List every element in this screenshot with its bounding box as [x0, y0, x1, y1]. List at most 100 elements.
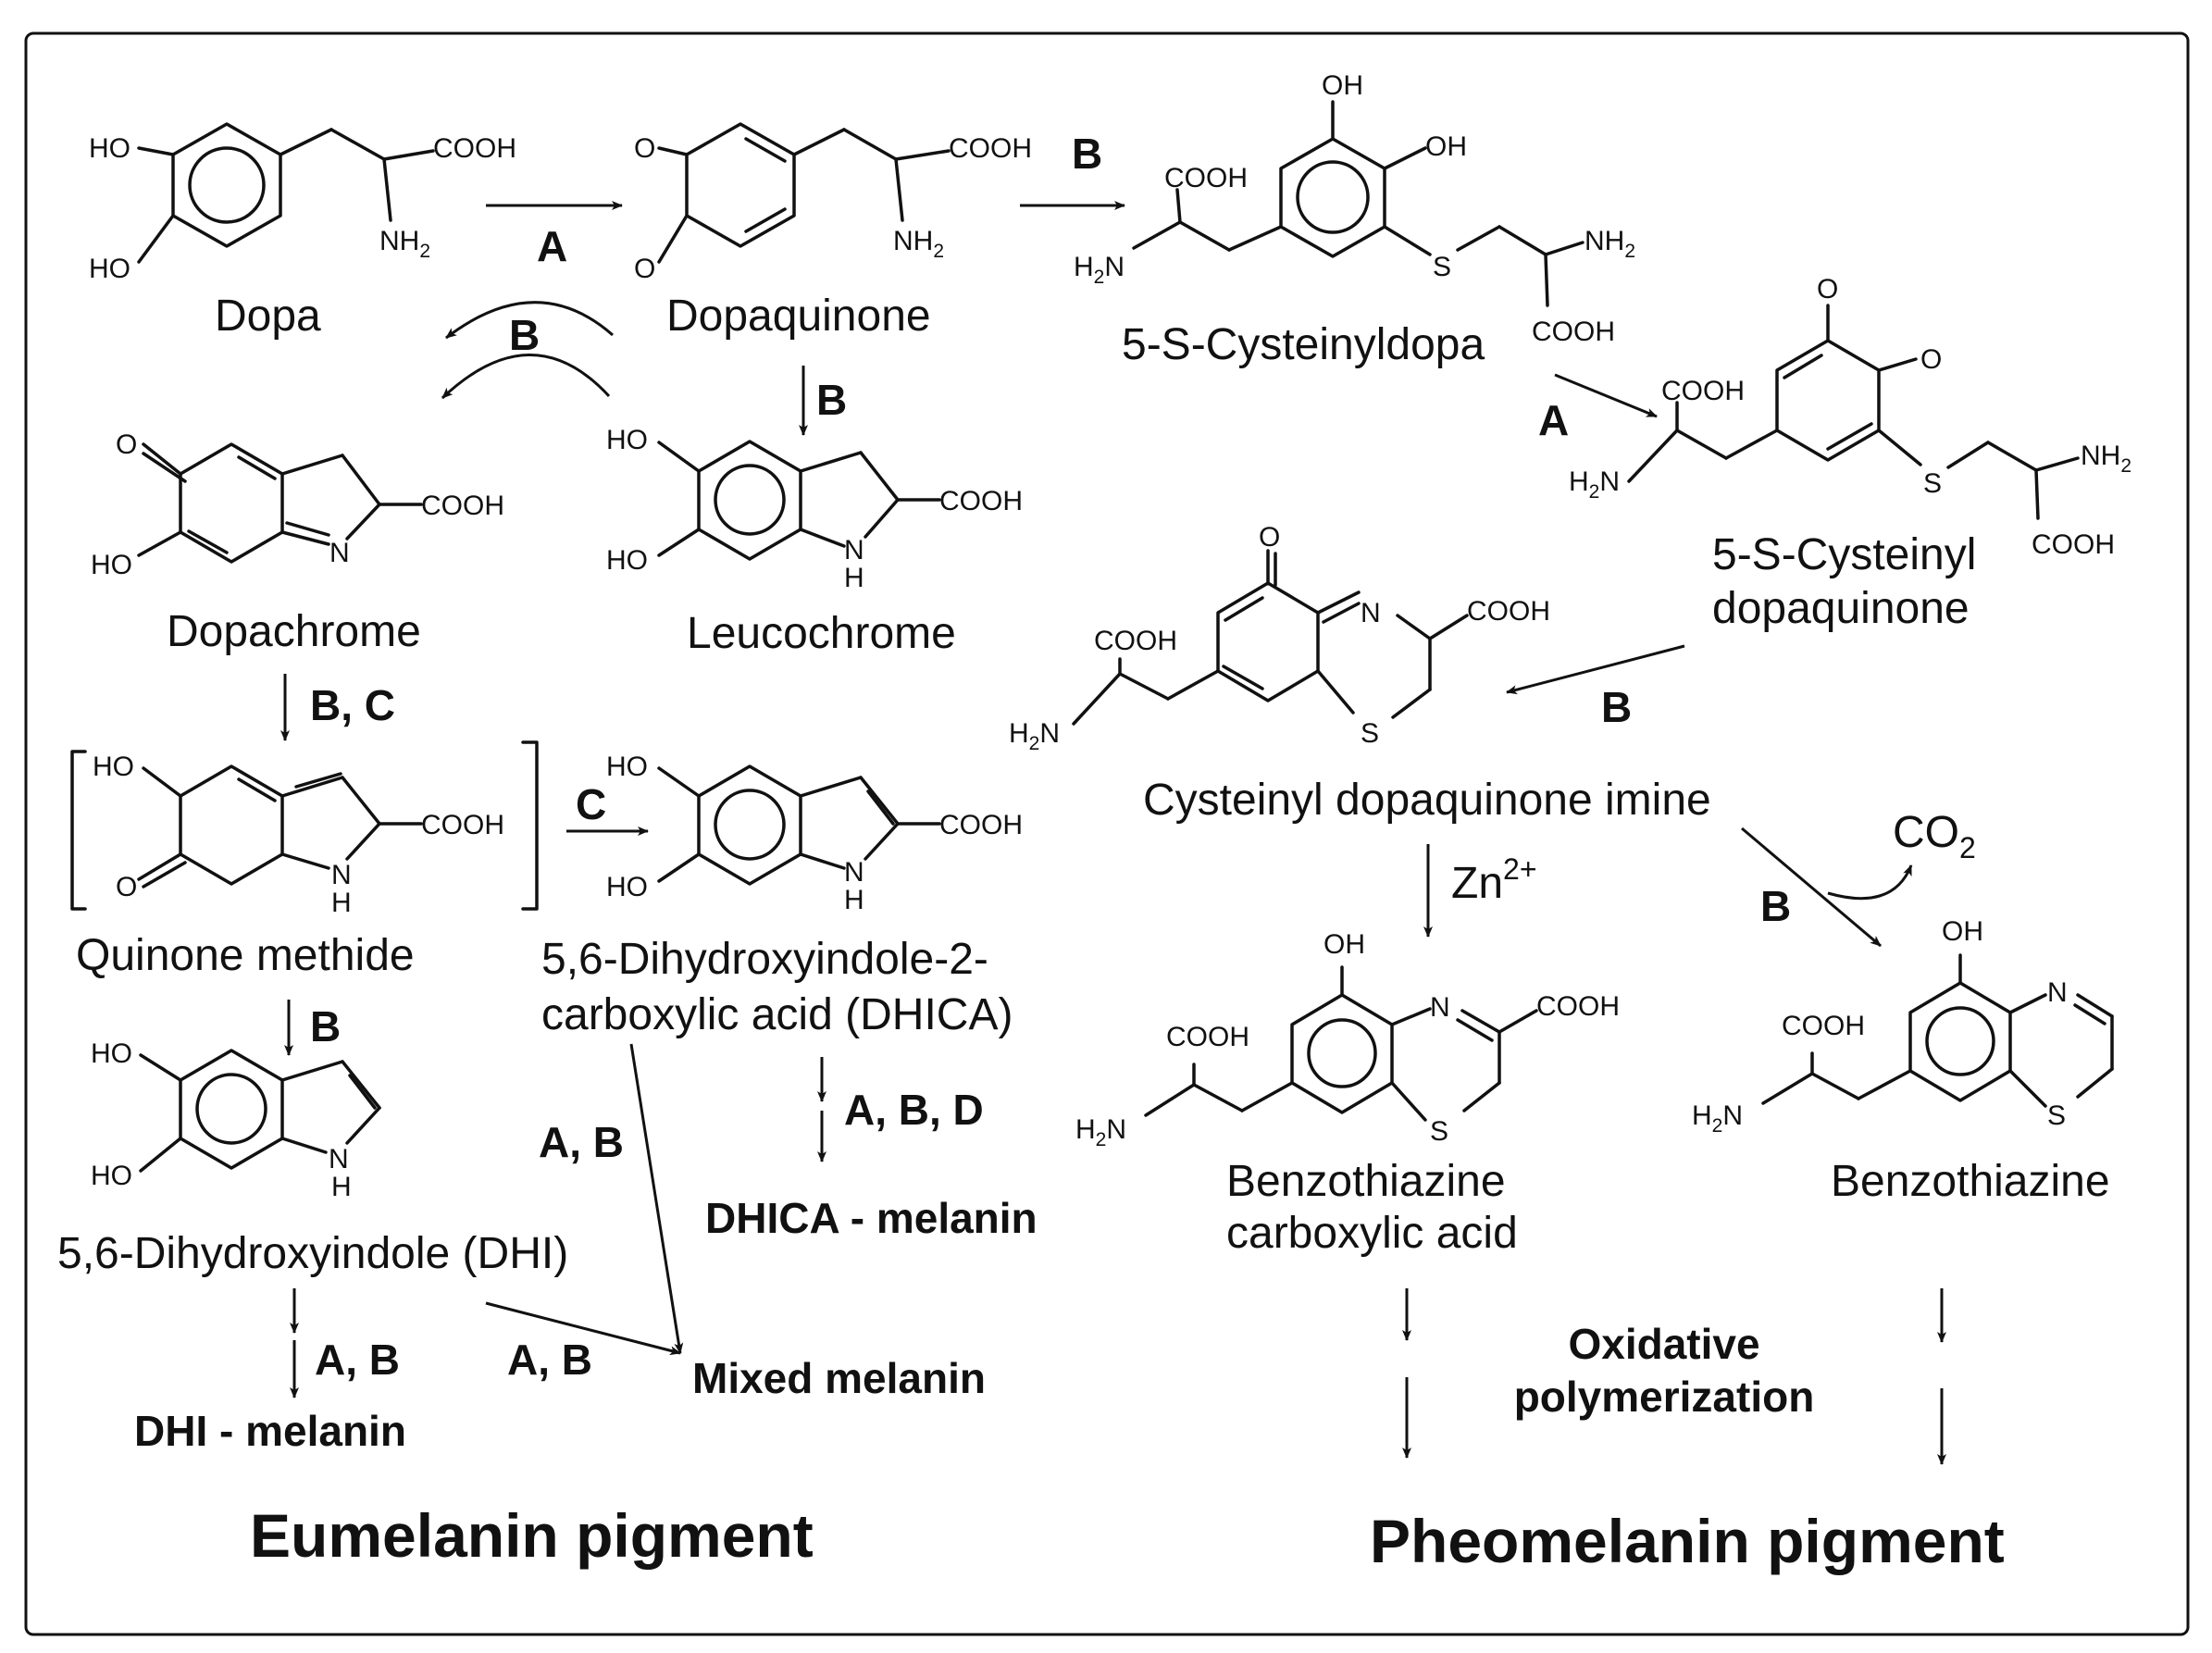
outer-frame — [24, 31, 2190, 1636]
zinc-label: Zn2+ — [1451, 852, 1537, 908]
svg-text:HO: HO — [89, 133, 130, 164]
svg-text:HO: HO — [606, 872, 648, 902]
svg-text:HO: HO — [91, 1161, 132, 1191]
svg-text:NH2: NH2 — [379, 226, 430, 262]
compound-name-dopa: Dopa — [215, 292, 321, 341]
svg-text:COOH: COOH — [421, 491, 504, 521]
svg-text:COOH: COOH — [1661, 376, 1745, 406]
svg-text:S: S — [1361, 718, 1379, 749]
svg-text:S: S — [1923, 468, 1942, 499]
reaction-arrows — [280, 201, 1946, 1465]
product-mixed-melanin: Mixed melanin — [692, 1354, 986, 1402]
svg-text:H2N: H2N — [1692, 1100, 1743, 1137]
arrow-dopaquinone-to-dopa-lower — [441, 354, 611, 400]
svg-text:OH: OH — [1425, 131, 1467, 162]
svg-text:HO: HO — [89, 254, 130, 284]
svg-text:S: S — [2047, 1100, 2066, 1131]
svg-text:O: O — [116, 872, 137, 902]
svg-text:O: O — [634, 254, 655, 284]
svg-text:COOH: COOH — [433, 133, 516, 164]
compound-name-benzothiazine-acid: Benzothiazine — [1226, 1157, 1506, 1206]
svg-text:COOH: COOH — [421, 810, 504, 840]
svg-text:COOH: COOH — [1782, 1011, 1865, 1041]
svg-text:COOH: COOH — [1532, 317, 1615, 347]
compound-name-quinone-methide: Quinone methide — [76, 931, 415, 980]
cysteinyl-dopaquinone-structure: O O S NH2 COOH COOH H2N — [1569, 274, 2131, 560]
svg-text:N: N — [2047, 977, 2068, 1008]
step-label: B — [509, 311, 540, 359]
compound-name-imine: Cysteinyl dopaquinone imine — [1143, 776, 1711, 825]
svg-text:O: O — [1817, 274, 1838, 304]
svg-text:OH: OH — [1323, 929, 1365, 960]
svg-text:COOH: COOH — [1536, 991, 1620, 1022]
svg-text:COOH: COOH — [1467, 596, 1550, 627]
benzothiazine-carboxylic-acid-structure: OH N S COOH COOH H2N — [1075, 929, 1620, 1150]
svg-text:NH2: NH2 — [893, 226, 944, 262]
arrow-dhi-to-mixed — [485, 1301, 681, 1356]
svg-text:COOH: COOH — [939, 810, 1023, 840]
svg-text:H: H — [844, 563, 864, 593]
svg-text:N: N — [1430, 992, 1450, 1023]
arrow-dhica-to-mixed — [629, 1043, 684, 1354]
svg-text:N: N — [1361, 598, 1381, 628]
dopaquinone-structure: O O COOH NH2 — [634, 122, 1032, 284]
svg-text:N: N — [844, 857, 864, 888]
leucochrome-structure: HO HO N H COOH — [606, 425, 1023, 593]
svg-text:HO: HO — [91, 1038, 132, 1069]
arrow-imine-decarboxylation — [1741, 826, 1882, 948]
compound-name-dopachrome: Dopachrome — [167, 607, 421, 656]
svg-text:N: N — [329, 1144, 349, 1174]
svg-text:COOH: COOH — [1166, 1022, 1249, 1052]
svg-text:NH2: NH2 — [1584, 226, 1635, 262]
compound-name-leucochrome: Leucochrome — [687, 609, 956, 658]
arrow-dopaquinone-to-dopa — [445, 301, 614, 340]
eumelanin-title: Eumelanin pigment — [250, 1501, 814, 1570]
svg-text:COOH: COOH — [939, 486, 1023, 516]
compound-name-dhica: carboxylic acid (DHICA) — [541, 990, 1013, 1039]
compound-name-benzothiazine: Benzothiazine — [1831, 1157, 2110, 1206]
step-label: A, B — [315, 1336, 400, 1384]
step-label: A, B — [507, 1336, 592, 1384]
svg-text:O: O — [1920, 344, 1942, 375]
svg-text:N: N — [331, 860, 352, 890]
compound-name-cysteinyl-dopaquinone: dopaquinone — [1712, 584, 1970, 633]
svg-text:COOH: COOH — [2032, 529, 2115, 560]
product-dhica-melanin: DHICA - melanin — [705, 1194, 1038, 1242]
step-label: A, B, D — [844, 1086, 984, 1134]
step-label: C — [576, 780, 606, 828]
oxidative-polymerization-label: polymerization — [1514, 1373, 1815, 1421]
svg-text:H: H — [331, 888, 352, 918]
svg-text:COOH: COOH — [1094, 626, 1177, 656]
pheomelanin-title: Pheomelanin pigment — [1370, 1507, 2005, 1575]
cysteinyl-dopaquinone-imine-structure: O N S COOH COOH H2N — [1009, 522, 1550, 754]
co2-label: CO2 — [1893, 808, 1976, 864]
compound-name-dopaquinone: Dopaquinone — [666, 292, 931, 341]
compound-name-dhi: 5,6-Dihydroxyindole (DHI) — [57, 1229, 568, 1278]
cysteinyldopa-structure: OH OH S NH2 COOH COOH H2N — [1074, 70, 1635, 347]
step-label: B — [816, 376, 847, 424]
step-label: B, C — [310, 681, 395, 729]
compound-name-cysteinyl-dopaquinone: 5-S-Cysteinyl — [1712, 530, 1976, 579]
step-label: B — [1072, 130, 1102, 178]
svg-text:O: O — [1259, 522, 1280, 553]
dopachrome-structure: O HO N COOH — [91, 429, 504, 580]
svg-text:HO: HO — [606, 425, 648, 455]
svg-text:COOH: COOH — [1164, 163, 1248, 193]
quinone-methide-structure: HO O N H COOH — [70, 740, 539, 918]
svg-text:HO: HO — [606, 752, 648, 782]
step-label: A — [1538, 396, 1569, 444]
svg-text:OH: OH — [1322, 70, 1363, 101]
step-label: A, B — [539, 1118, 624, 1166]
arrow-co2-release — [1827, 864, 1913, 901]
svg-text:OH: OH — [1942, 916, 1983, 947]
dhica-structure: HO HO N H COOH — [606, 752, 1023, 915]
svg-text:O: O — [634, 133, 655, 164]
dopa-structure: HO HO COOH NH2 — [89, 122, 516, 284]
step-label: A — [537, 222, 567, 270]
svg-text:H2N: H2N — [1009, 718, 1060, 754]
svg-text:N: N — [844, 535, 864, 566]
svg-text:HO: HO — [93, 752, 134, 782]
step-label: B — [1601, 683, 1632, 731]
svg-text:H: H — [844, 885, 864, 915]
